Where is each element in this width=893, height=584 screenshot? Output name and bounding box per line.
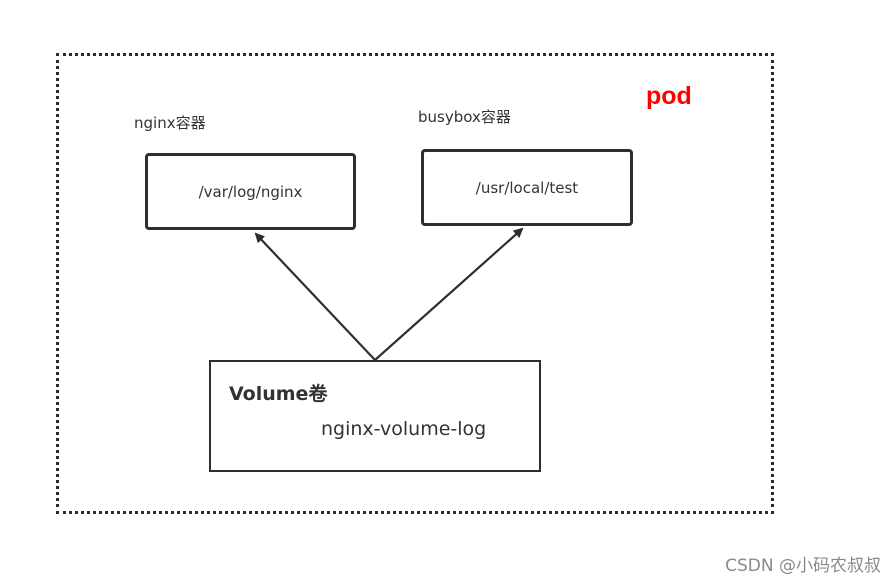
volume-name: nginx-volume-log	[321, 418, 487, 440]
watermark: CSDN @小码农叔叔	[725, 556, 881, 576]
busybox-container-label: busybox容器	[418, 108, 511, 126]
nginx-mount-path: /var/log/nginx	[198, 182, 303, 201]
volume-box: Volume卷 nginx-volume-log	[209, 360, 541, 472]
nginx-container-label: nginx容器	[134, 114, 206, 132]
busybox-mount-path: /usr/local/test	[475, 178, 579, 197]
volume-title: Volume卷	[229, 383, 328, 405]
busybox-container-box: /usr/local/test	[421, 149, 633, 226]
pod-boundary	[56, 53, 774, 514]
nginx-container-box: /var/log/nginx	[145, 153, 356, 230]
pod-label: pod	[646, 82, 692, 110]
